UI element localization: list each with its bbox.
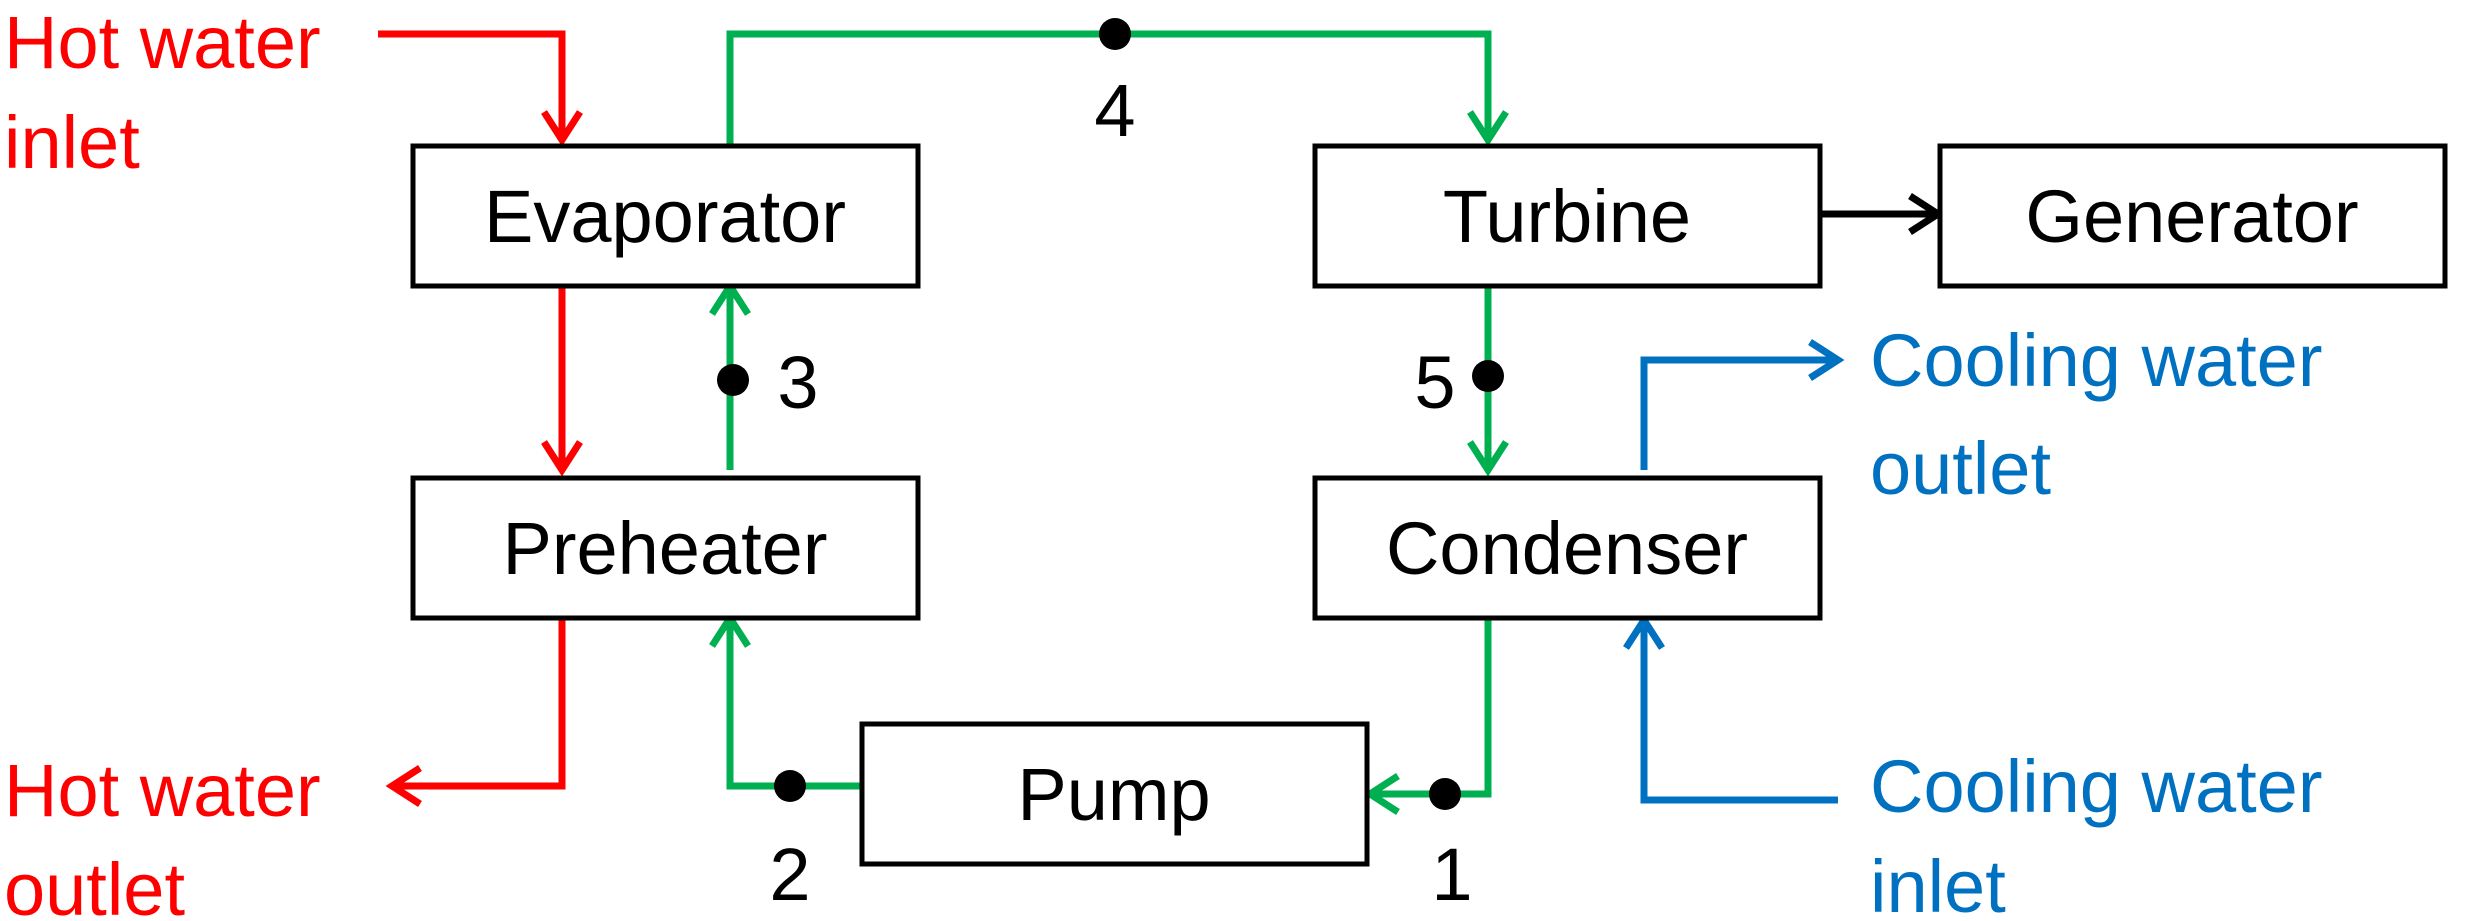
state-point-3-dot bbox=[717, 364, 749, 396]
state-point-markers: 4 3 5 2 1 bbox=[717, 18, 1504, 916]
pump-label: Pump bbox=[1017, 753, 1210, 836]
turbine-label: Turbine bbox=[1443, 175, 1691, 258]
arrowhead-hot-outlet bbox=[385, 765, 422, 807]
arrowhead-into-turbine bbox=[1467, 110, 1509, 147]
pipe-condenser-to-pump bbox=[1370, 618, 1492, 798]
turbine-box: Turbine bbox=[1312, 143, 1823, 289]
cooling-water-inlet-label: Cooling water inlet bbox=[1870, 745, 2322, 921]
state-point-4-dot bbox=[1099, 18, 1131, 50]
evaporator-label: Evaporator bbox=[484, 175, 846, 258]
state-point-1-label: 1 bbox=[1431, 833, 1472, 916]
arrowhead-hot-into-preheater bbox=[541, 440, 583, 477]
hot-inlet-line-1: Hot water bbox=[4, 1, 321, 84]
hot-water-stream bbox=[378, 30, 583, 807]
hot-water-outlet-label: Hot water outlet bbox=[4, 749, 321, 921]
pipe-cooling-inlet-to-condenser bbox=[1640, 620, 1838, 804]
state-point-3-label: 3 bbox=[777, 341, 818, 424]
pipe-condenser-to-cooling-outlet bbox=[1640, 356, 1838, 470]
arrowhead-into-condenser bbox=[1467, 440, 1509, 477]
hot-outlet-line-2: outlet bbox=[4, 848, 185, 921]
shaft-link bbox=[1820, 193, 1945, 235]
hot-outlet-line-1: Hot water bbox=[4, 749, 321, 832]
pump-box: Pump bbox=[859, 721, 1370, 867]
cooling-inlet-line-1: Cooling water bbox=[1870, 745, 2322, 828]
pipe-hot-inlet-to-evaporator bbox=[378, 30, 566, 140]
pipe-preheater-to-hot-outlet bbox=[392, 618, 566, 790]
hot-inlet-line-2: inlet bbox=[4, 101, 140, 184]
evaporator-box: Evaporator bbox=[410, 143, 921, 289]
condenser-label: Condenser bbox=[1386, 507, 1748, 590]
state-point-5-label: 5 bbox=[1414, 341, 1455, 424]
cooling-outlet-line-2: outlet bbox=[1870, 427, 2051, 510]
hot-water-inlet-label: Hot water inlet bbox=[4, 1, 321, 184]
condenser-box: Condenser bbox=[1312, 475, 1823, 621]
state-point-2-dot bbox=[774, 770, 806, 802]
state-point-2-label: 2 bbox=[769, 833, 810, 916]
preheater-box: Preheater bbox=[410, 475, 921, 621]
cooling-water-outlet-label: Cooling water outlet bbox=[1870, 319, 2322, 510]
generator-box: Generator bbox=[1937, 143, 2448, 289]
state-point-4-label: 4 bbox=[1094, 69, 1135, 152]
arrowhead-into-pump bbox=[1363, 773, 1400, 815]
cooling-outlet-line-1: Cooling water bbox=[1870, 319, 2322, 402]
preheater-label: Preheater bbox=[503, 507, 828, 590]
arrowhead-hot-into-evaporator bbox=[541, 110, 583, 147]
state-point-1-dot bbox=[1429, 778, 1461, 810]
state-point-5-dot bbox=[1472, 360, 1504, 392]
cooling-inlet-line-2: inlet bbox=[1870, 845, 2006, 921]
pipe-pump-to-preheater bbox=[726, 618, 862, 790]
arrowhead-cooling-outlet bbox=[1808, 339, 1845, 381]
generator-label: Generator bbox=[2025, 175, 2358, 258]
